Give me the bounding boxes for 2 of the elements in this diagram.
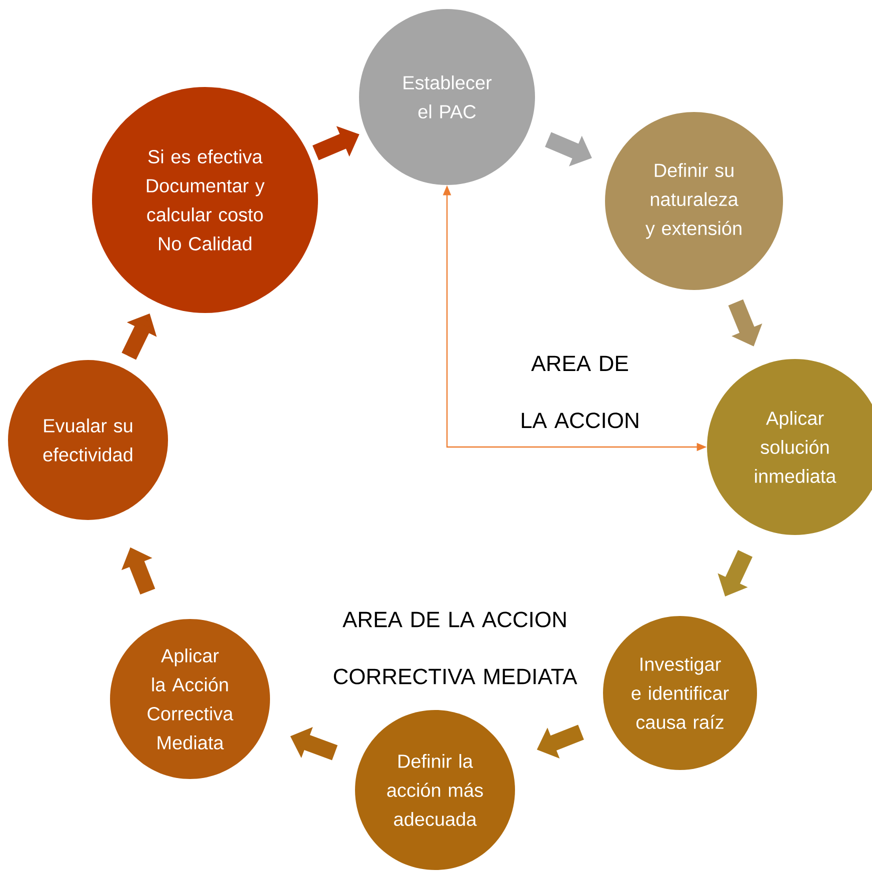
area-label: AREA DE LA ACCION — [522, 356, 638, 428]
area-label: AREA DE LA ACCION CORRECTIVA MEDIATA — [334, 612, 578, 684]
